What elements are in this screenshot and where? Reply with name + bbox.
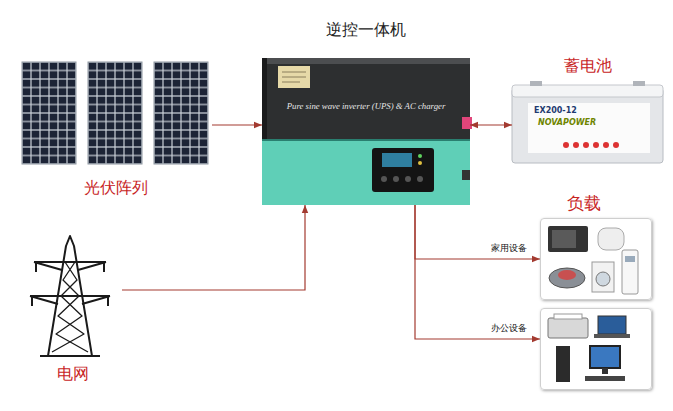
keyboard <box>585 376 625 381</box>
warning-icon <box>573 142 579 148</box>
load-box: 家用设备 <box>540 218 652 300</box>
printer-paper <box>554 314 582 319</box>
warning-icon <box>563 142 569 148</box>
panel-ground <box>540 308 652 390</box>
warning-icon <box>593 142 599 148</box>
pan <box>558 270 576 280</box>
node-title: 蓄电池 <box>512 56 663 76</box>
rice-cooker <box>598 228 624 250</box>
device-print: Pure sine wave inverter (UPS) & AC charg… <box>262 101 470 112</box>
sticker-line <box>282 82 300 83</box>
solar-panel <box>22 62 76 164</box>
laptop-base <box>594 334 630 338</box>
battery-case <box>512 88 663 163</box>
connector <box>470 124 512 125</box>
panel-ground <box>540 218 652 300</box>
battery-box: 蓄电池EX200-12NOVAPOWER <box>512 85 663 163</box>
power-pylon <box>30 236 110 356</box>
insulator <box>32 262 108 306</box>
air-conditioner <box>622 250 638 294</box>
node-title: 办公设备 <box>491 323 527 334</box>
laptop-screen <box>598 316 626 334</box>
inverter-unit <box>262 58 472 205</box>
battery-terminal <box>633 81 645 86</box>
solar-array: 光伏阵列 <box>22 60 210 168</box>
pylon-base <box>40 355 100 357</box>
solar-panel <box>154 62 208 164</box>
ac-display <box>625 256 635 262</box>
washing-machine <box>592 262 614 292</box>
load-box: 办公设备 <box>540 308 652 390</box>
grid-box: 电网 <box>25 236 120 358</box>
pylon-arm <box>30 296 110 304</box>
button <box>417 176 423 182</box>
node-title: 电网 <box>25 364 120 384</box>
office-devices <box>540 308 652 390</box>
connector <box>212 124 262 125</box>
inverter-box: 逆控一体机Pure sine wave inverter (UPS) & AC … <box>262 58 470 205</box>
connector <box>122 205 305 290</box>
led <box>418 154 422 158</box>
node-title: 家用设备 <box>491 243 527 254</box>
warning-icon <box>613 142 619 148</box>
model-print: EX200-12 <box>534 106 577 116</box>
printer <box>548 318 588 338</box>
button <box>393 176 399 182</box>
sticker-line <box>282 72 306 73</box>
induction-cooker <box>549 268 585 288</box>
pc-tower <box>556 346 570 382</box>
microwave-door <box>552 230 576 248</box>
inverter-top-edge <box>262 58 470 64</box>
home-appliances <box>540 218 652 300</box>
node-title: 逆控一体机 <box>262 21 470 40</box>
monitor <box>590 346 620 368</box>
solar-panel <box>88 62 142 164</box>
battery-terminal <box>530 81 542 86</box>
connector <box>415 205 540 259</box>
brand-print: NOVAPOWER <box>538 118 596 128</box>
microwave <box>548 226 588 252</box>
ac-terminal <box>462 170 470 180</box>
inverter-seam <box>262 139 470 141</box>
panel-face <box>154 62 208 164</box>
connector <box>415 205 540 339</box>
monitor-stand <box>602 368 608 374</box>
dc-terminal <box>462 117 472 129</box>
button <box>381 176 387 182</box>
battery <box>512 81 663 163</box>
battery-lid <box>512 85 663 97</box>
sticker-line <box>282 77 306 78</box>
warning-icon <box>603 142 609 148</box>
pylon-bracing <box>52 262 88 352</box>
lcd-screen <box>382 153 412 167</box>
sticker <box>278 66 310 88</box>
panel-face <box>88 62 142 164</box>
battery-label <box>528 103 650 153</box>
warning-icon <box>583 142 589 148</box>
led <box>418 161 422 165</box>
button <box>405 176 411 182</box>
group-title: 负载 <box>567 193 601 214</box>
control-panel <box>372 148 434 192</box>
inverter-body <box>262 58 470 205</box>
inverter-front <box>262 140 470 205</box>
panel-face <box>22 62 76 164</box>
washer-door <box>596 272 610 286</box>
node-title: 光伏阵列 <box>22 178 210 199</box>
